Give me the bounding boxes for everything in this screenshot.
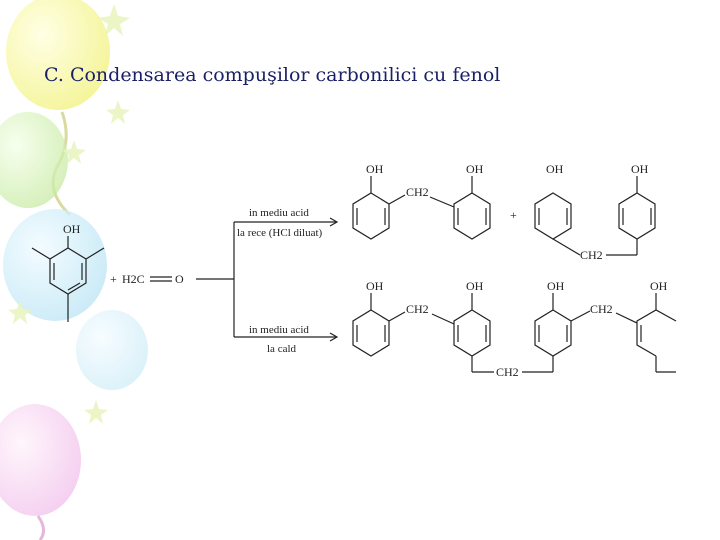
balloon-yellow <box>6 0 110 110</box>
cold-oh-label: OH <box>466 162 484 176</box>
cold-ch2-label: CH2 <box>580 248 603 262</box>
condition-hot-line2: la cald <box>267 343 297 355</box>
hot-oh-label: OH <box>547 279 565 293</box>
condition-cold-line1: in mediu acid <box>249 207 309 219</box>
balloon-pink <box>0 404 81 516</box>
condition-cold-line2: la rece (HCl diluat) <box>237 227 323 239</box>
formaldehyde-oxygen-label: O <box>175 272 184 286</box>
cold-oh-label: OH <box>631 162 649 176</box>
hot-ch2-label: CH2 <box>590 302 613 316</box>
hot-ch2-label: CH2 <box>496 365 519 379</box>
plus-sign: + <box>110 272 117 286</box>
balloon-green <box>0 112 68 208</box>
hot-oh-label: OH <box>366 279 384 293</box>
cold-oh-label: OH <box>366 162 384 176</box>
phenol-oh-label: OH <box>63 222 81 236</box>
balloon-blue-small <box>76 310 148 390</box>
star-sparkles <box>8 4 130 424</box>
formaldehyde-bond <box>150 276 172 282</box>
slide-title: C. Condensarea compuşilor carbonilici cu… <box>44 64 501 86</box>
reaction-arrows <box>196 217 339 342</box>
phenol-molecule <box>31 236 105 322</box>
hot-oh-label: OH <box>466 279 484 293</box>
hot-product <box>352 293 677 373</box>
hot-ch2-label: CH2 <box>406 302 429 316</box>
condition-hot-line1: in mediu acid <box>249 324 309 336</box>
balloon-blue <box>3 209 107 321</box>
hot-oh-label: OH <box>650 279 668 293</box>
formaldehyde-label: H2C <box>122 272 145 286</box>
cold-plus-sign: + <box>510 208 517 222</box>
cold-oh-label: OH <box>546 162 564 176</box>
cold-ch2-label: CH2 <box>406 185 429 199</box>
cold-product <box>352 176 656 256</box>
balloon-string <box>36 515 45 540</box>
